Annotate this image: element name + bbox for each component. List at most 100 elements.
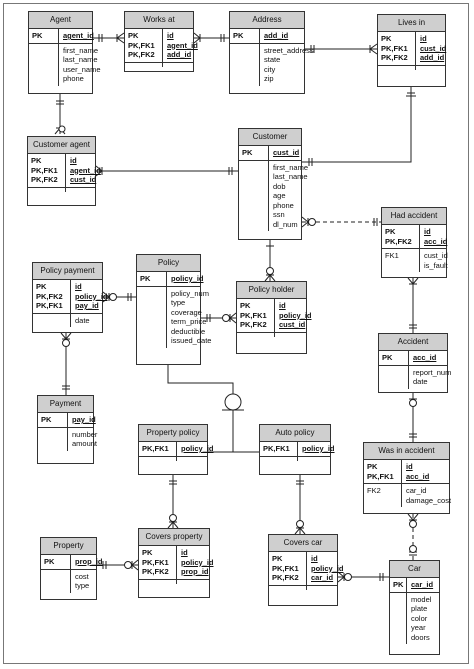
field-text: policy_id	[75, 291, 108, 301]
field-text: city	[264, 64, 276, 74]
attr-flags: FK1	[382, 249, 420, 272]
key-flags: PK,FK1	[260, 442, 298, 456]
key-flags: PK	[239, 146, 269, 160]
attribute-section	[269, 585, 337, 590]
entity-title: Covers car	[269, 535, 337, 552]
field-text: PK	[240, 301, 251, 310]
field-text: FK2	[367, 486, 381, 495]
key-attributes: agent_id	[59, 29, 94, 43]
key-attributes: add_id	[260, 29, 304, 43]
entity-title: Auto policy	[260, 425, 330, 442]
rel-mark	[98, 34, 103, 42]
field-text: PK,FK2	[128, 50, 155, 59]
entity-column	[379, 365, 409, 389]
diagram-border	[3, 3, 469, 664]
key-flags: PK	[379, 351, 409, 365]
field-text: id	[279, 301, 286, 310]
field-text: first_name	[273, 162, 309, 172]
entity-title: Accident	[379, 334, 447, 351]
field-text: PK,FK1	[263, 444, 290, 453]
field-text: plate	[411, 604, 428, 613]
key-attributes: policy_id	[177, 442, 214, 456]
entity-column	[239, 160, 269, 231]
entity-title: Property policy	[139, 425, 207, 442]
key-attributes: acc_id	[409, 351, 447, 365]
field-text: cust_id	[70, 175, 97, 184]
entity-column	[33, 313, 71, 327]
rel-mark	[406, 92, 416, 97]
field-text: issued_date	[171, 336, 212, 345]
entity-column	[66, 188, 95, 192]
field-text: policy_id	[171, 274, 204, 283]
field-text: policy_id	[311, 563, 344, 573]
field-text: is_fault	[424, 260, 448, 270]
field-text: id	[311, 554, 318, 563]
field-text: street_address	[264, 45, 314, 55]
field-text: add_id	[264, 31, 289, 40]
rel-mark	[62, 385, 70, 390]
entity-column	[177, 580, 209, 584]
rel-mark	[56, 100, 64, 105]
field-text: phone	[63, 74, 84, 83]
key-attributes: prop_id	[71, 555, 103, 569]
rel-mark	[222, 314, 230, 322]
field-text: policy_id	[181, 557, 214, 567]
rel-mark	[407, 277, 419, 285]
entity-title: Policy holder	[237, 282, 306, 299]
field-text: PK,FK2	[142, 567, 169, 576]
rel-mark	[409, 324, 417, 329]
field-text: agent_id	[70, 165, 101, 175]
field-text: first_name	[63, 45, 99, 55]
field-text: id	[406, 462, 413, 471]
field-text: prop_id	[75, 557, 103, 566]
subtype-circle	[224, 393, 242, 411]
field-text: last_name	[273, 172, 308, 181]
field-text: model	[411, 594, 432, 604]
key-flags: PK,FK1	[139, 442, 177, 456]
field-text: PK	[385, 227, 396, 236]
field-text: PK	[41, 415, 52, 424]
field-text: PK,FK1	[128, 40, 155, 50]
entity-column	[307, 586, 337, 590]
field-text: PK,FK1	[272, 563, 299, 573]
key-section: PK car_id	[390, 578, 439, 593]
entity-title: Address	[230, 12, 304, 29]
field-text: agent_id	[167, 40, 198, 50]
rel-mark	[116, 32, 125, 44]
field-text: PK	[32, 31, 43, 40]
field-text: PK,FK1	[381, 43, 408, 53]
rel-mark	[409, 520, 417, 528]
field-text: policy_num	[171, 288, 209, 298]
field-text: PK	[367, 462, 378, 471]
entity-column	[378, 65, 416, 70]
attribute-section	[28, 187, 95, 192]
attribute-section: date	[33, 313, 102, 327]
key-section: PK cust_id	[239, 146, 301, 161]
field-text: number	[72, 429, 98, 439]
field-text: PK	[36, 282, 47, 291]
field-text: report_num	[413, 367, 452, 377]
key-flags: PK	[390, 578, 407, 592]
attribute-section	[237, 332, 306, 337]
rel-mark	[373, 218, 378, 226]
key-section: PK agent_id	[29, 29, 94, 44]
rel-mark	[95, 165, 103, 177]
field-text: id	[167, 31, 174, 40]
field-text: add_id	[420, 53, 445, 62]
